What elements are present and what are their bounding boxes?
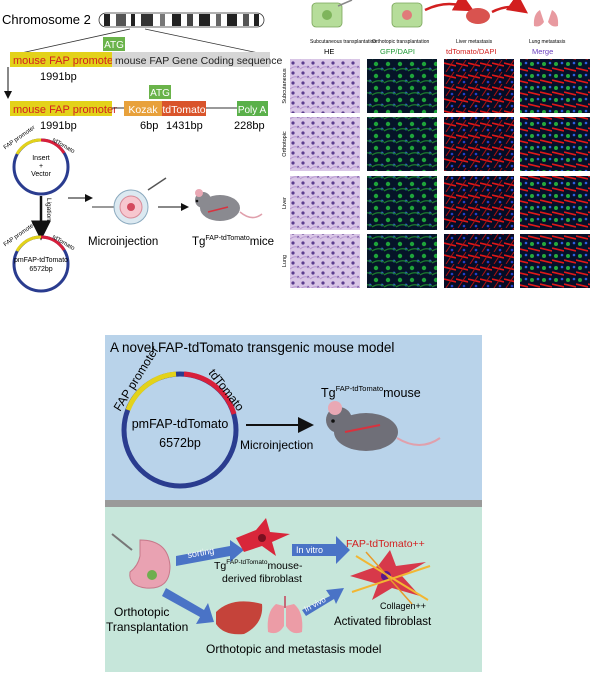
polya-label: Poly A: [238, 105, 267, 116]
fibroblast-label: TgFAP-tdTomatomouse-: [214, 559, 303, 572]
mice-label: TgFAP-tdTomatomice: [192, 235, 274, 248]
microinjection-label-top: Microinjection: [88, 236, 158, 248]
tdtomato-label: tdTomato: [162, 104, 205, 116]
kozak-bp: 6bp: [140, 120, 158, 132]
coding-label: mouse FAP Gene Coding sequence: [115, 55, 282, 67]
lungs-icon: [267, 596, 303, 634]
atg-marker-row2: ATG: [149, 85, 171, 99]
invivo-arrow: [302, 588, 344, 616]
microinjection-label-a: Microinjection: [240, 438, 313, 452]
svg-text:ATG: ATG: [150, 88, 170, 99]
col-he: HE: [324, 47, 334, 56]
tdtomato-bp: 1431bp: [166, 120, 203, 132]
transplant-arrow: [162, 588, 214, 624]
chromosome-ideogram: [98, 12, 265, 28]
step-subcutaneous: Subcutaneous transplantation: [310, 39, 376, 45]
tdtomato-block: [162, 101, 206, 116]
step-orthotopic: Orthotopic transplantation: [372, 39, 429, 45]
plasmid-small-fap-label: FAP promoter: [3, 125, 37, 151]
insert-label: Insert: [32, 155, 50, 162]
orthotopic-label-line2: Transplantation: [106, 620, 188, 634]
step-lung: Lung metastasis: [529, 39, 566, 45]
promoter-bp-top: 1991bp: [40, 71, 77, 83]
panel-a-background: [105, 335, 482, 500]
plasmid-final-name: pmFAP-tdTomato: [14, 257, 68, 264]
step-liver: Liver metastasis: [456, 39, 493, 45]
orthotopic-label-line1: Orthotopic: [114, 605, 169, 619]
coding-block: [112, 52, 270, 67]
row-lung: Lung: [282, 255, 288, 267]
plasmid-large-bp: 6572bp: [159, 436, 201, 450]
col-tdtomato: tdTomato/DAPI: [446, 47, 496, 56]
svg-text:ATG: ATG: [104, 40, 124, 51]
fap-plus-label: FAP-tdTomato++: [346, 538, 425, 550]
activated-fibroblast-icon: [350, 550, 431, 605]
plasmid-large-name: pmFAP-tdTomato: [132, 417, 229, 431]
fibroblast-label-line2: derived fibroblast: [222, 573, 302, 585]
invitro-arrow: [292, 536, 350, 564]
model-label: Orthotopic and metastasis model: [206, 642, 381, 656]
workflow-icons: [311, 0, 559, 28]
vector-label: Vector: [31, 171, 52, 178]
row-subcutaneous: Subcutaneous: [282, 68, 288, 103]
promoter-block-top: [10, 52, 112, 67]
zoom-line-right: [144, 28, 269, 56]
invitro-label: In vitro: [296, 545, 323, 555]
promoter-block-row2: [10, 101, 112, 116]
row-orthotopic: Orthotopic: [282, 131, 288, 157]
polya-block: [237, 101, 268, 116]
panel-divider: [105, 500, 482, 507]
plasmid-large: [121, 371, 239, 489]
chromosome-label: Chromosome 2: [2, 12, 91, 27]
plasmid-final-fap-label: FAP promoter: [3, 222, 37, 248]
liver-icon: [216, 601, 263, 635]
zoom-line-left: [11, 28, 131, 56]
sorting-label: sorting: [187, 545, 215, 560]
sorting-arrow: [176, 540, 244, 566]
stomach-icon: [111, 533, 171, 589]
atg-marker-top: ATG: [103, 37, 125, 51]
activated-label: Activated fibroblast: [334, 616, 432, 628]
image-grid: [290, 59, 590, 288]
embryo-icon: [92, 177, 167, 225]
plus-label: +: [39, 163, 43, 170]
col-gfp: GFP/DAPI: [380, 47, 415, 56]
col-merge: Merge: [532, 47, 553, 56]
panel-a-mouse-label: TgFAP-tdTomatomouse: [321, 384, 421, 400]
polya-bp: 228bp: [234, 120, 265, 132]
promoter-label-top: mouse FAP promoter: [13, 55, 117, 67]
plasmid-small-final: FAP promoter tdTomato pmFAP-tdTomato 657…: [3, 222, 76, 293]
mouse-icon-top: [195, 189, 263, 221]
promoter-label-row2: mouse FAP promoter: [13, 104, 117, 116]
row-liver: Liver: [282, 197, 288, 209]
kozak-label: Kozak: [128, 104, 158, 116]
plasmid-final-bp: 6572bp: [29, 266, 52, 273]
collagen-label: Collagen++: [380, 601, 426, 611]
promoter-bp-row2: 1991bp: [40, 120, 77, 132]
panel-a-title: A novel FAP-tdTomato transgenic mouse mo…: [110, 340, 394, 355]
kozak-block: [124, 101, 162, 116]
plasmid-small-insert: FAP promoter tdTomato Insert + Vector: [3, 125, 76, 196]
ligation-label: Ligation: [45, 198, 52, 221]
mouse-icon-a: [326, 401, 441, 451]
fibroblast-icon: [236, 518, 290, 556]
